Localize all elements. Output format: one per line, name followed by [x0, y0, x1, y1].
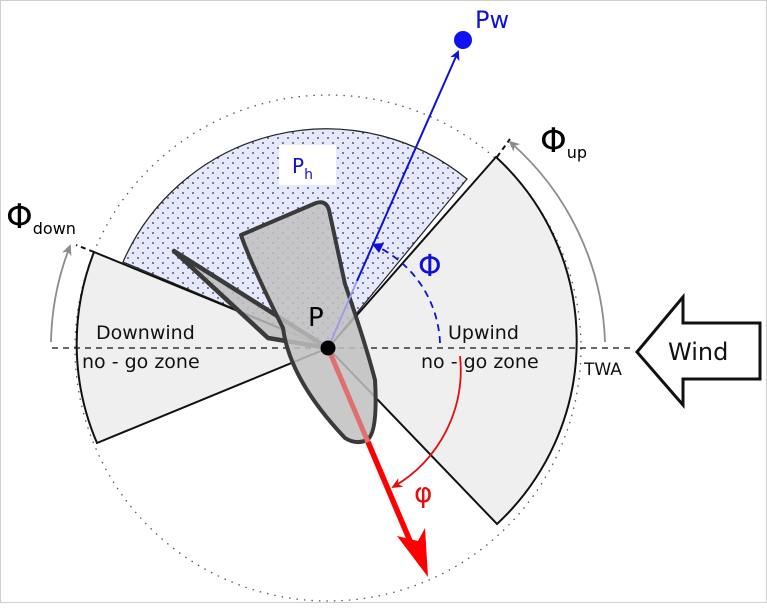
twa-label: TWA — [583, 360, 622, 380]
course-vector-faded — [325, 347, 371, 443]
course-vector — [365, 440, 416, 550]
phi-up-boundary-tick — [496, 138, 511, 158]
ph-label-box — [279, 145, 336, 185]
phi-red-label: φ — [414, 476, 432, 509]
target-vector-faded — [327, 280, 358, 349]
phi-blue-label: Φ — [418, 249, 442, 284]
boat-position-point — [320, 340, 336, 356]
phi-up-label: Φup — [540, 121, 587, 162]
upwind-label-line2: no - go zone — [421, 351, 539, 373]
course-vector-arrowhead — [397, 528, 428, 577]
upwind-no-go-zone — [326, 155, 578, 526]
phi-up-arrow — [508, 140, 606, 343]
downwind-label-line1: Downwind — [96, 322, 195, 344]
target-point-pw — [454, 31, 472, 49]
wind-label: Wind — [668, 338, 728, 366]
heading-angle-arc — [391, 355, 462, 488]
wind-arrow — [635, 292, 762, 410]
phi-down-boundary-tick — [75, 244, 95, 253]
upwind-label-line1: Upwind — [448, 322, 519, 344]
p-label: P — [308, 303, 324, 333]
phi-angle-arc — [375, 245, 441, 344]
phi-down-arrow — [50, 244, 72, 343]
ph-label: Ph — [292, 154, 313, 183]
target-vector — [356, 50, 460, 282]
phi-down-label: Φdown — [6, 197, 76, 238]
phi-angle-arrowhead — [372, 243, 384, 253]
downwind-label-line2: no - go zone — [82, 351, 200, 373]
pw-label: Pw — [475, 6, 509, 34]
